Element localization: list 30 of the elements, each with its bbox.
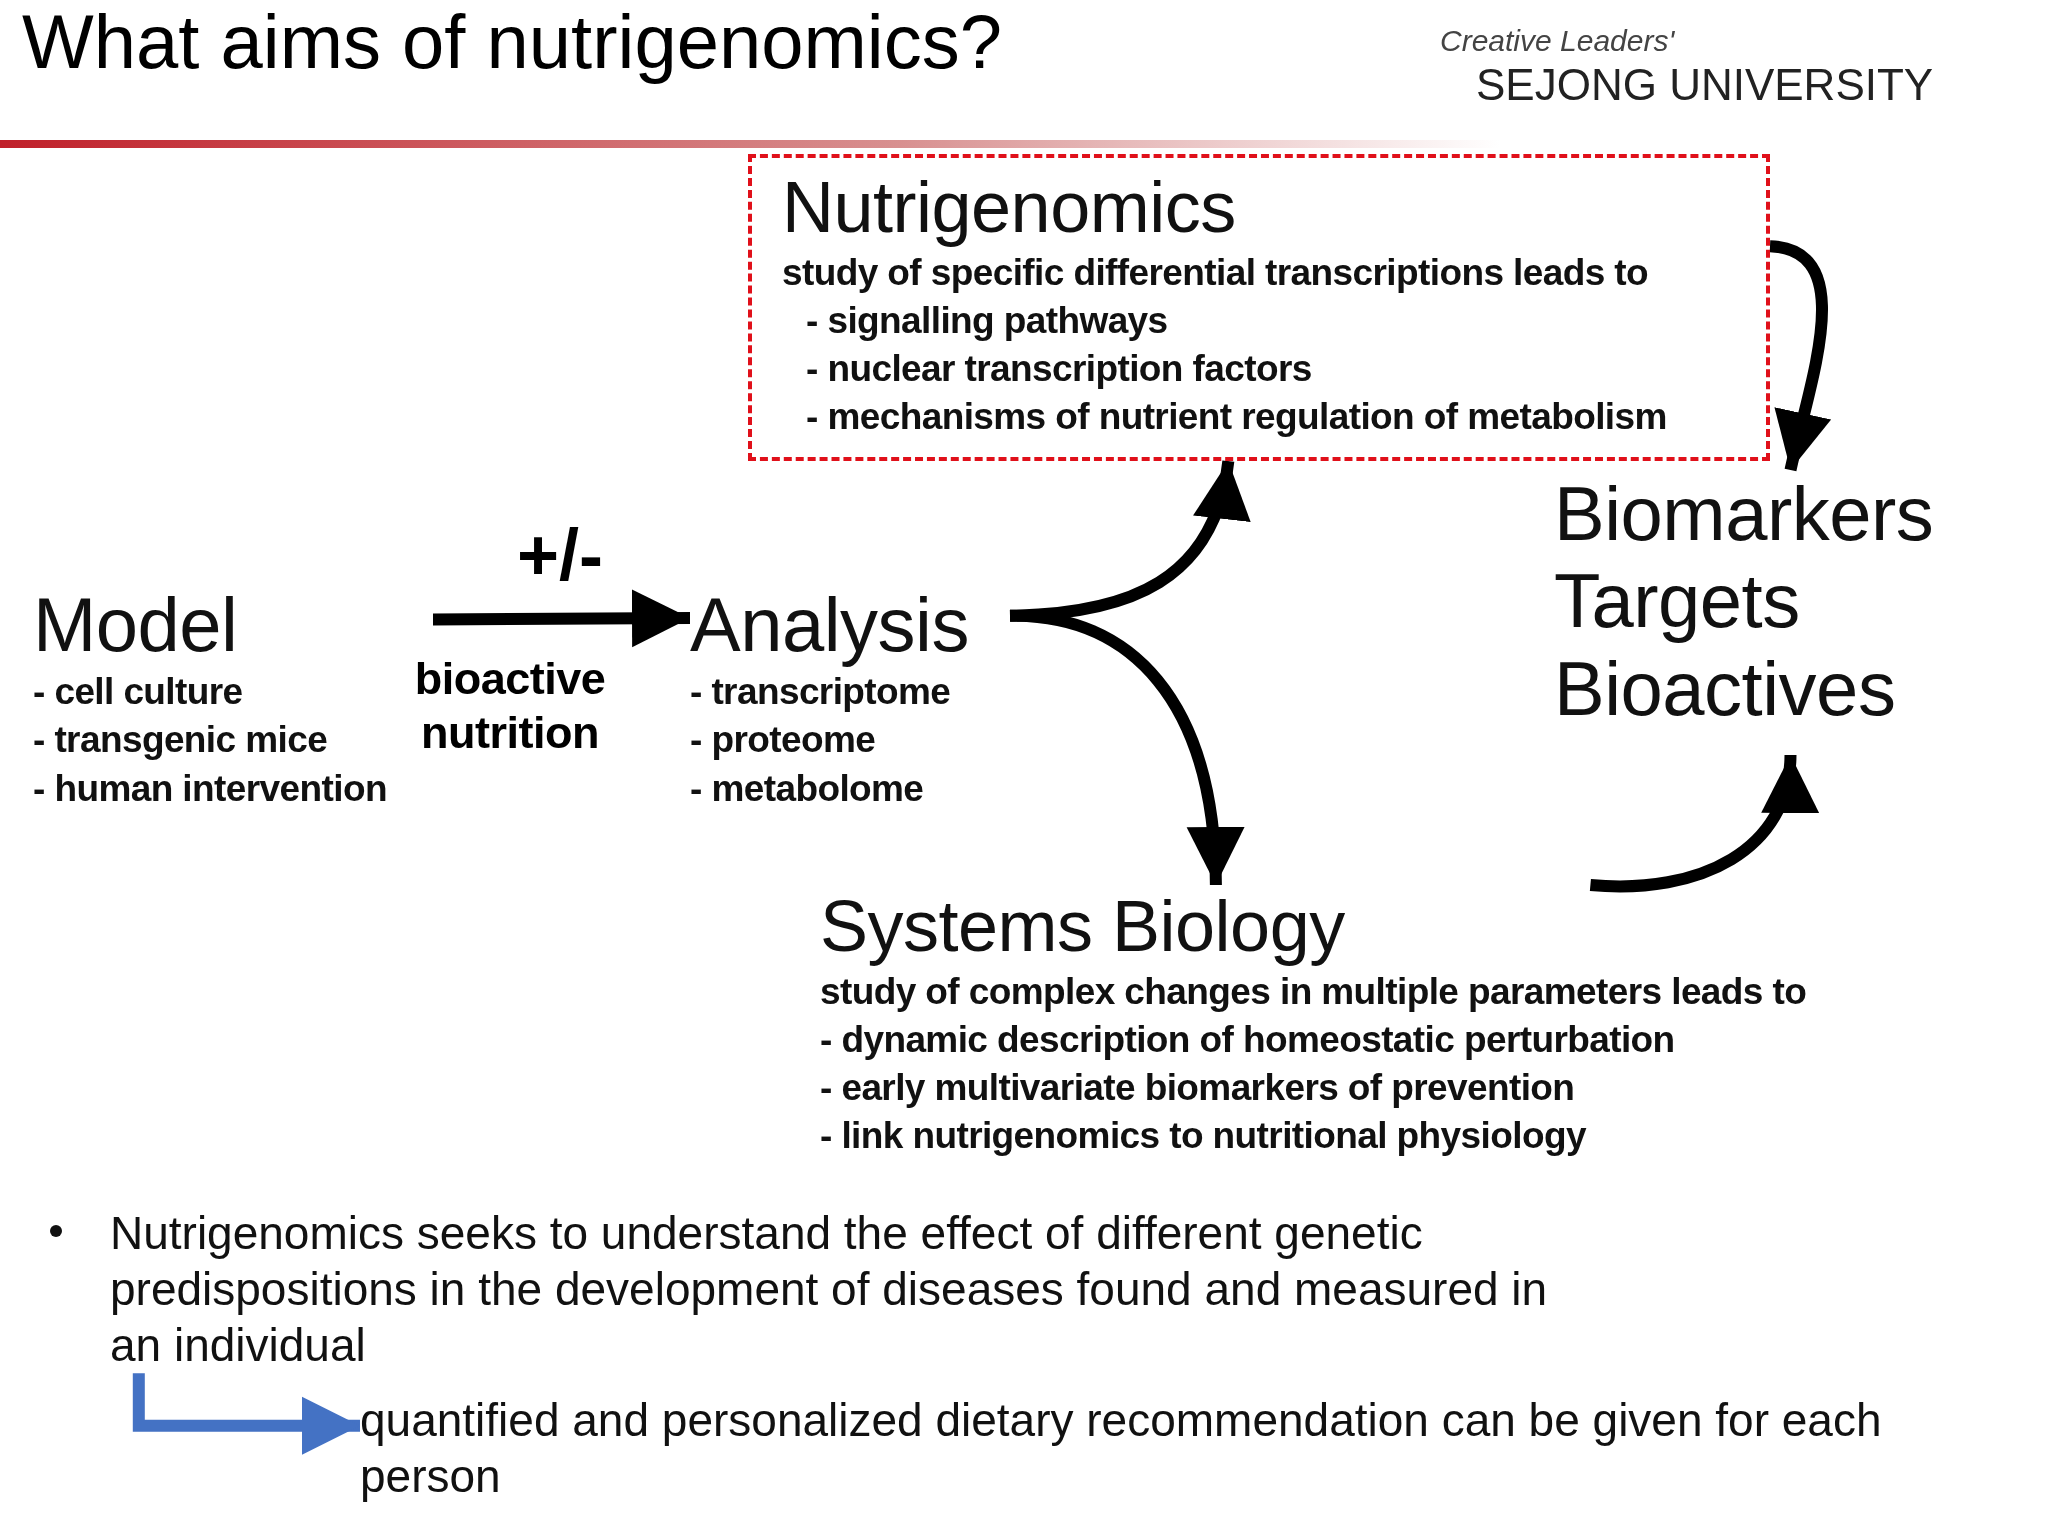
list-item: - transgenic mice [33, 718, 329, 763]
list-item: study of complex changes in multiple parameters leads to [820, 969, 1808, 1014]
list-item: - link nutrigenomics to nutritional physiology [820, 1114, 1588, 1159]
heading: Nutrigenomics [782, 166, 1237, 249]
paragraph-text: quantified and personalized dietary recommendation can be given for each person [360, 1393, 1883, 1505]
heading: Analysis [690, 581, 970, 669]
label-text: bioactive nutrition [413, 652, 607, 760]
list-item: - metabolome [690, 766, 925, 811]
dashed-box [748, 154, 1770, 462]
list-item: - dynamic description of homeostatic perturbation [820, 1017, 1676, 1062]
label-text: SEJONG UNIVERSITY [1476, 60, 1934, 110]
heading: Targets [1554, 557, 1801, 645]
title: What aims of nutrigenomics? [22, 0, 1002, 84]
heading: Biomarkers [1554, 470, 1935, 558]
list-item: - transcriptome [690, 670, 952, 715]
list-item: - nuclear transcription factors [805, 347, 1313, 391]
list-item: - early multivariate biomarkers of prevention [820, 1066, 1576, 1110]
heading: Bioactives [1554, 644, 1897, 733]
arrow [1009, 609, 1243, 886]
arrow [432, 589, 691, 648]
description-text: study of specific differential transcriptions leads to [782, 250, 1650, 295]
list-item: - signalling pathways [805, 298, 1169, 343]
list-item: - proteome [690, 718, 877, 763]
list-item: - human intervention [33, 766, 388, 811]
arrow [132, 1373, 360, 1455]
heading: Systems Biology [820, 885, 1346, 968]
heading: Model [33, 581, 239, 669]
paragraph-text: Nutrigenomics seeks to understand the effect of different genetic predispositions in the development of diseases found and measured in an individual [110, 1206, 1549, 1374]
label-text: Creative Leaders' [1440, 24, 1675, 58]
list-item: - mechanisms of nutrient regulation of metabolism [805, 395, 1668, 440]
